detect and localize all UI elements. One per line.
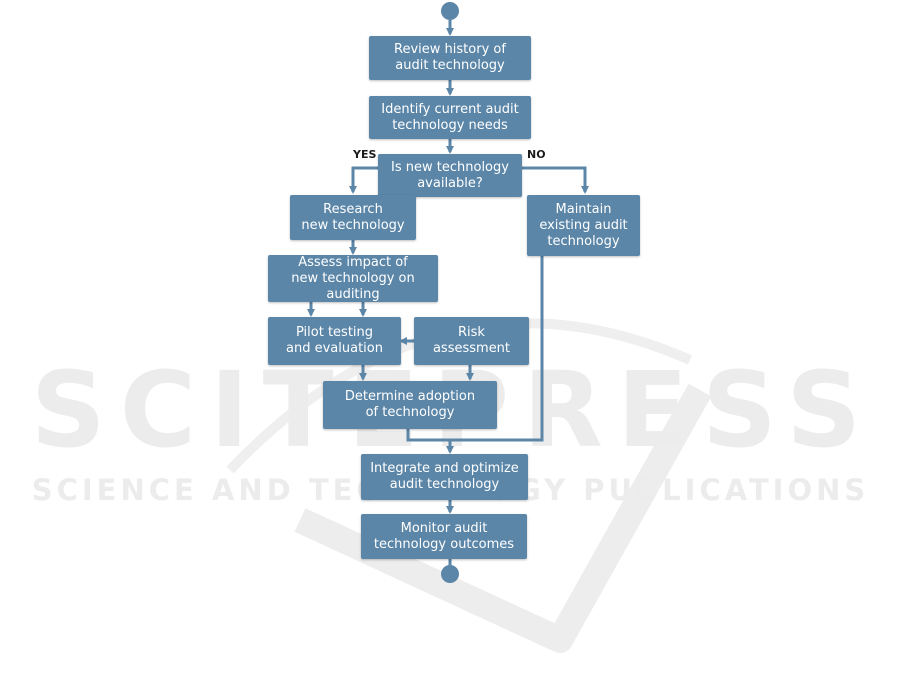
risk-assessment-node: Risk assessment [414,317,529,365]
yes-label: YES [353,148,377,161]
no-label: NO [527,148,546,161]
connector-yes-to-research [349,166,378,194]
determine-adoption-node: Determine adoption of technology [323,381,497,429]
identify-needs-node: Identify current audit technology needs [369,96,531,139]
connector-maintain-merge [450,256,544,442]
new-technology-decision-node: Is new technology available? [378,154,522,197]
integrate-optimize-node: Integrate and optimize audit technology [361,454,528,500]
monitor-outcomes-node: Monitor audit technology outcomes [361,514,527,559]
research-technology-node: Research new technology [290,195,416,240]
assess-impact-node: Assess impact of new technology on audit… [268,255,438,302]
connector-no-to-maintain [522,166,589,194]
review-history-node: Review history of audit technology [369,36,531,80]
end-node [441,565,459,583]
maintain-technology-node: Maintain existing audit technology [527,195,640,256]
pilot-testing-node: Pilot testing and evaluation [268,317,401,365]
connector-determine-merge [406,429,450,442]
start-node [441,2,459,20]
